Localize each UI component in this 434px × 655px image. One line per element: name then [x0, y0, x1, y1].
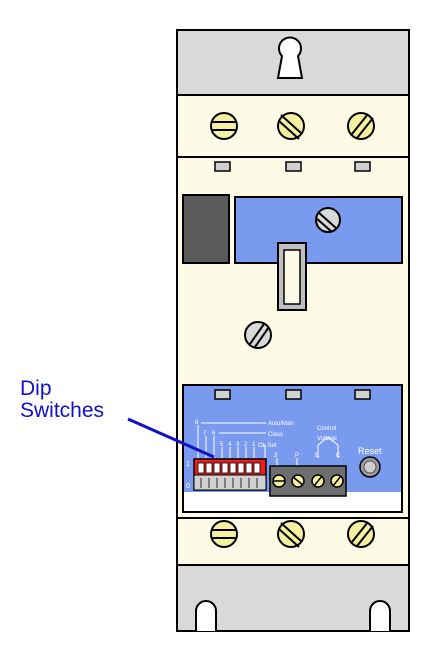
callout-arrow-line — [127, 417, 215, 459]
panel-window-1 — [214, 389, 231, 400]
label-num-7: 7 — [203, 431, 207, 437]
bottom-terminal-screw-2 — [277, 520, 305, 548]
dip-switch-1[interactable] — [197, 462, 205, 474]
label-term-e: E — [315, 453, 319, 459]
label-voltage: Voltage — [317, 436, 338, 442]
mount-slot-right — [369, 600, 391, 631]
label-row-on: 1 — [186, 461, 190, 468]
control-terminal-screw-c[interactable] — [330, 474, 344, 488]
panel-window-2 — [285, 389, 302, 400]
dip-switch-2[interactable] — [205, 462, 213, 474]
indicator-window-2 — [285, 161, 302, 172]
top-terminal-screw-3 — [347, 112, 375, 140]
panel-window-3 — [354, 389, 371, 400]
dip-switch-5[interactable] — [229, 462, 237, 474]
dark-gray-block — [182, 194, 230, 264]
panel-adjust-screw — [315, 207, 341, 233]
label-term-3: 3 — [274, 453, 278, 459]
upper-blue-panel — [234, 196, 403, 264]
callout-label-line1: Dip — [20, 377, 52, 400]
slide-indicator-window — [283, 249, 301, 305]
dip-switch-6[interactable] — [237, 462, 245, 474]
control-terminal-screw-e[interactable] — [311, 474, 325, 488]
label-num-1: 1 — [252, 442, 256, 448]
top-terminal-screw-1 — [210, 112, 238, 140]
indicator-window-3 — [354, 161, 371, 172]
label-reset: Reset — [358, 446, 382, 456]
keyhole-slot — [276, 36, 304, 79]
label-num-6: 6 — [212, 431, 216, 437]
control-terminal-screw-p[interactable] — [291, 474, 305, 488]
label-term-c: C — [336, 453, 341, 459]
label-num-5: 5 — [220, 442, 224, 448]
dip-switch-4[interactable] — [221, 462, 229, 474]
label-control: Control — [317, 426, 336, 432]
dip-switch-8[interactable] — [253, 462, 261, 474]
bottom-terminal-screw-3 — [347, 520, 375, 548]
indicator-window-1 — [214, 161, 231, 172]
label-ol-set: OL Set — [258, 443, 277, 449]
middle-screw — [244, 321, 272, 349]
label-num-2: 2 — [244, 442, 248, 448]
dip-switch-3[interactable] — [213, 462, 221, 474]
label-num-4: 4 — [228, 442, 232, 448]
label-class: Class — [268, 432, 283, 438]
label-row-off: 0 — [186, 483, 190, 490]
control-terminal-screw-3[interactable] — [272, 474, 286, 488]
callout-label-line2: Switches — [20, 399, 105, 422]
reset-button[interactable] — [359, 456, 381, 478]
dip-switch-7[interactable] — [245, 462, 253, 474]
bottom-terminal-screw-1 — [210, 520, 238, 548]
mount-slot-left — [195, 600, 217, 631]
label-auto-man: Auto/Man — [268, 421, 294, 427]
label-num-8: 8 — [195, 420, 199, 426]
top-terminal-screw-2 — [277, 112, 305, 140]
label-num-3: 3 — [236, 442, 240, 448]
label-term-p: P — [295, 453, 299, 459]
